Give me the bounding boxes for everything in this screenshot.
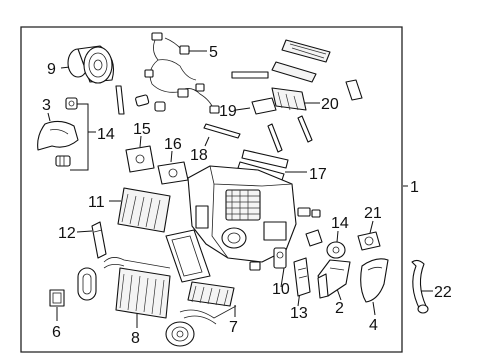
connector-part-14-left — [55, 97, 78, 167]
sensor-part-6 — [49, 289, 65, 307]
leader-lines — [47, 50, 433, 328]
callout-15: 15 — [133, 121, 151, 138]
callout-10: 10 — [272, 281, 290, 298]
pipe-fitting-part-21 — [357, 231, 381, 251]
assembly-frame — [20, 26, 403, 353]
callout-18: 18 — [190, 147, 208, 164]
sensor-part-10 — [249, 247, 287, 271]
callout-14-left: 14 — [97, 126, 115, 143]
bracket-part-12 — [91, 221, 107, 259]
top-duct-parts — [231, 39, 363, 101]
gasket-part — [165, 229, 211, 283]
callout-11: 11 — [88, 194, 105, 211]
callout-13: 13 — [290, 305, 308, 322]
actuator-part-16 — [157, 161, 189, 185]
wiring-harness-part-5 — [144, 32, 220, 114]
evaporator-core-part-7 — [179, 281, 237, 325]
callout-3: 3 — [42, 97, 51, 114]
callout-19: 19 — [219, 103, 237, 120]
callout-6: 6 — [52, 324, 61, 341]
door-link-part-19 — [251, 97, 277, 115]
clip-parts — [135, 94, 166, 112]
duct-part-3 — [37, 120, 79, 151]
heater-core-part-8 — [103, 257, 171, 319]
callout-4: 4 — [369, 317, 378, 334]
callout-14-right: 14 — [331, 215, 349, 232]
callout-1: 1 — [410, 179, 419, 196]
actuator-part-15 — [125, 145, 155, 173]
callout-16: 16 — [164, 136, 182, 153]
callout-5: 5 — [209, 44, 218, 61]
small-clip-13 — [317, 273, 329, 299]
callout-22: 22 — [434, 284, 452, 301]
actuator-part-13 — [293, 257, 311, 297]
fittings — [297, 207, 323, 247]
callout-17: 17 — [309, 166, 327, 183]
callout-21: 21 — [364, 205, 382, 222]
callout-7: 7 — [229, 319, 238, 336]
drain-hose-part-22 — [411, 259, 429, 314]
callout-12: 12 — [58, 225, 76, 242]
link-rods — [267, 115, 313, 153]
hvac-unit-housing-part-1 — [187, 165, 297, 263]
fan-wheel-part — [165, 321, 195, 347]
duct-part-4 — [360, 258, 389, 303]
bracket-small — [115, 85, 125, 115]
door-part-20 — [271, 87, 307, 111]
blower-motor-part-9 — [67, 45, 115, 84]
callout-2: 2 — [335, 300, 344, 317]
callout-8: 8 — [131, 330, 140, 347]
filter-part-11 — [117, 187, 171, 233]
callout-9: 9 — [47, 61, 56, 78]
callout-20: 20 — [321, 96, 339, 113]
connector-part-14-right — [326, 241, 346, 259]
seal-part — [77, 267, 97, 301]
link-rod-part-18 — [203, 123, 241, 139]
